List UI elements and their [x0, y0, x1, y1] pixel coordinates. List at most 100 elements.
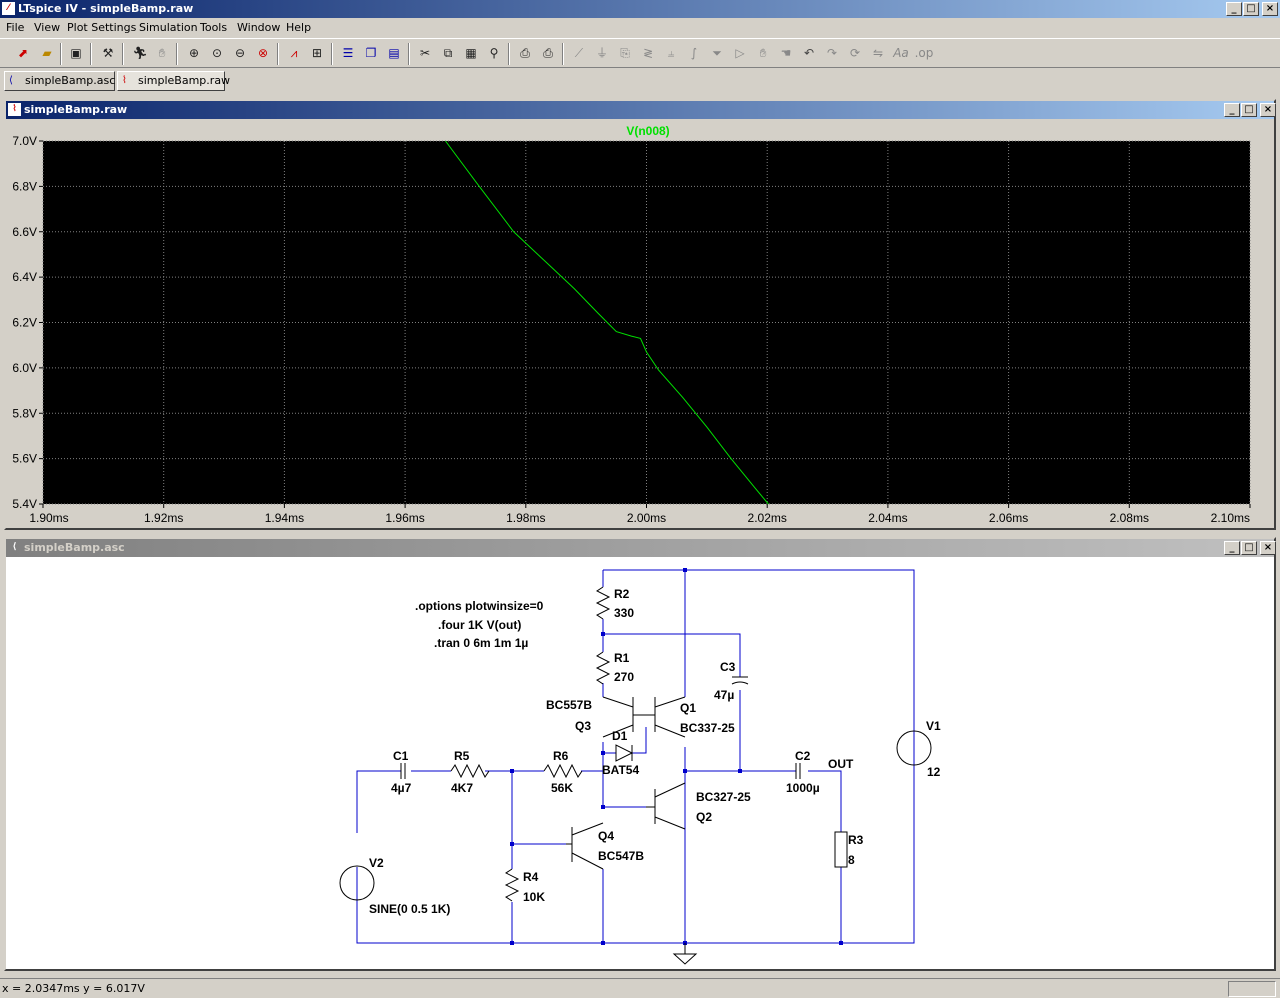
menu-plot-settings[interactable]: Plot Settings	[67, 21, 137, 34]
plot-window-title-bar: ⌇ simpleBamp.raw _ □ ×	[6, 101, 1276, 119]
run-icon[interactable]: 🏃︎	[132, 46, 148, 60]
r2-ref[interactable]: R2	[614, 587, 630, 601]
diode-icon[interactable]: ⏷	[712, 46, 722, 60]
trace-label[interactable]: V(n008)	[626, 124, 669, 138]
r4-value[interactable]: 10K	[523, 890, 545, 904]
tile-icon[interactable]: ☰	[342, 46, 354, 60]
print-icon[interactable]: ⎙	[543, 46, 553, 60]
ground-icon[interactable]: ⏚	[595, 46, 608, 60]
q4-ref[interactable]: Q4	[598, 829, 614, 843]
paste-icon[interactable]: ▦	[465, 46, 477, 60]
zoom-in-icon[interactable]: ⊕	[188, 46, 200, 60]
r6-value[interactable]: 56K	[551, 781, 573, 795]
c1-value[interactable]: 4µ7	[391, 781, 412, 795]
close-button[interactable]: ×	[1262, 2, 1278, 16]
directive-four[interactable]: .four 1K V(out)	[438, 618, 521, 632]
new-schematic-icon[interactable]: ⬈	[17, 46, 29, 60]
control-panel-icon[interactable]: ⚒	[102, 46, 114, 60]
r5-ref[interactable]: R5	[454, 749, 470, 763]
grid-icon[interactable]: ⊞	[311, 46, 323, 60]
r4-ref[interactable]: R4	[523, 870, 539, 884]
capacitor-icon[interactable]: ⫨	[667, 46, 675, 60]
zoom-cancel-icon[interactable]: ⊗	[257, 46, 269, 60]
app-title: LTspice IV - simpleBamp.raw	[18, 2, 194, 15]
c3-ref[interactable]: C3	[720, 660, 736, 674]
v2-value[interactable]: SINE(0 0.5 1K)	[369, 902, 450, 916]
inductor-icon[interactable]: ∫	[690, 46, 698, 60]
menu-tools[interactable]: Tools	[200, 21, 228, 34]
d1-value[interactable]: BAT54	[602, 763, 639, 777]
minimize-button[interactable]: _	[1226, 2, 1242, 16]
c3-value[interactable]: 47µ	[714, 688, 734, 702]
directive-options[interactable]: .options plotwinsize=0	[415, 599, 544, 613]
cascade-icon[interactable]: ❐	[365, 46, 377, 60]
v1-ref[interactable]: V1	[926, 719, 941, 733]
tab-schematic[interactable]: ⟨ simpleBamp.asc	[4, 71, 115, 91]
tile-vertical-icon[interactable]: ▤	[388, 46, 400, 60]
print-preview-icon[interactable]: ⎙	[520, 46, 530, 60]
cut-icon[interactable]: ✂	[419, 46, 431, 60]
resistor-r6-symbol	[543, 763, 583, 779]
save-icon[interactable]: ▣	[70, 46, 82, 60]
copy-icon[interactable]: ⧉	[443, 46, 453, 60]
plot-maximize-button[interactable]: □	[1241, 103, 1257, 117]
net-label-out[interactable]: OUT	[828, 757, 854, 771]
redo-icon[interactable]: ↷	[826, 46, 838, 60]
tab-waveform[interactable]: ⌇ simpleBamp.raw	[117, 71, 230, 91]
c2-ref[interactable]: C2	[795, 749, 811, 763]
undo-icon[interactable]: ↶	[803, 46, 815, 60]
plot-close-button[interactable]: ×	[1260, 103, 1276, 117]
d1-ref[interactable]: D1	[612, 729, 628, 743]
schematic-minimize-button[interactable]: _	[1224, 541, 1240, 555]
r3-ref[interactable]: R3	[848, 833, 864, 847]
transistor-q4-symbol	[566, 822, 604, 870]
schematic-maximize-button[interactable]: □	[1241, 541, 1257, 555]
r5-value[interactable]: 4K7	[451, 781, 473, 795]
menu-window[interactable]: Window	[237, 21, 281, 34]
drag-icon[interactable]: ☚	[780, 46, 792, 60]
resistor-icon[interactable]: ≷	[642, 46, 654, 60]
wire-icon[interactable]: ⟋	[574, 46, 584, 60]
autorange-icon[interactable]: ⩘	[290, 46, 298, 60]
q2-ref[interactable]: Q2	[696, 810, 712, 824]
q3-value[interactable]: BC557B	[546, 698, 592, 712]
q1-value[interactable]: BC337-25	[680, 721, 735, 735]
component-icon[interactable]: ▷	[735, 46, 745, 60]
r1-value[interactable]: 270	[614, 670, 634, 684]
zoom-full-icon[interactable]: ⊖	[234, 46, 246, 60]
spice-directive-icon[interactable]: .op	[914, 46, 934, 60]
r6-ref[interactable]: R6	[553, 749, 569, 763]
q1-ref[interactable]: Q1	[680, 701, 696, 715]
q2-value[interactable]: BC327-25	[696, 790, 751, 804]
open-icon[interactable]: ▰	[42, 46, 52, 60]
menu-help[interactable]: Help	[286, 21, 312, 34]
menu-view[interactable]: View	[34, 21, 61, 34]
move-icon[interactable]: ✋︎	[759, 46, 767, 60]
schematic-canvas[interactable]: .options plotwinsize=0 .four 1K V(out) .…	[6, 557, 1274, 969]
app-title-bar: ⁄ LTspice IV - simpleBamp.raw _ □ ×	[0, 0, 1280, 18]
maximize-button[interactable]: □	[1243, 2, 1259, 16]
trace-line[interactable]	[445, 140, 769, 505]
label-icon[interactable]: ⎘	[620, 46, 630, 60]
v1-value[interactable]: 12	[927, 765, 941, 779]
rotate-icon[interactable]: ⟳	[849, 46, 861, 60]
q4-value[interactable]: BC547B	[598, 849, 644, 863]
r2-value[interactable]: 330	[614, 606, 634, 620]
r1-ref[interactable]: R1	[614, 651, 630, 665]
q3-ref[interactable]: Q3	[575, 719, 591, 733]
r3-value[interactable]: 8	[848, 853, 855, 867]
directive-tran[interactable]: .tran 0 6m 1m 1µ	[434, 636, 528, 650]
menu-file[interactable]: File	[6, 21, 25, 34]
halt-icon[interactable]: ✋︎	[158, 46, 166, 60]
mirror-icon[interactable]: ⇋	[872, 46, 884, 60]
zoom-out-icon[interactable]: ⊙	[211, 46, 223, 60]
v2-ref[interactable]: V2	[369, 856, 384, 870]
plot-minimize-button[interactable]: _	[1224, 103, 1240, 117]
c2-value[interactable]: 1000µ	[786, 781, 820, 795]
menu-simulation[interactable]: Simulation	[139, 21, 198, 34]
schematic-close-button[interactable]: ×	[1260, 541, 1276, 555]
find-icon[interactable]: ⚲	[489, 46, 499, 60]
waveform-plot[interactable]: 7.0V6.8V6.6V6.4V6.2V6.0V5.8V5.6V5.4V 1.9…	[6, 119, 1274, 528]
text-icon[interactable]: Aa	[893, 46, 909, 60]
c1-ref[interactable]: C1	[393, 749, 409, 763]
